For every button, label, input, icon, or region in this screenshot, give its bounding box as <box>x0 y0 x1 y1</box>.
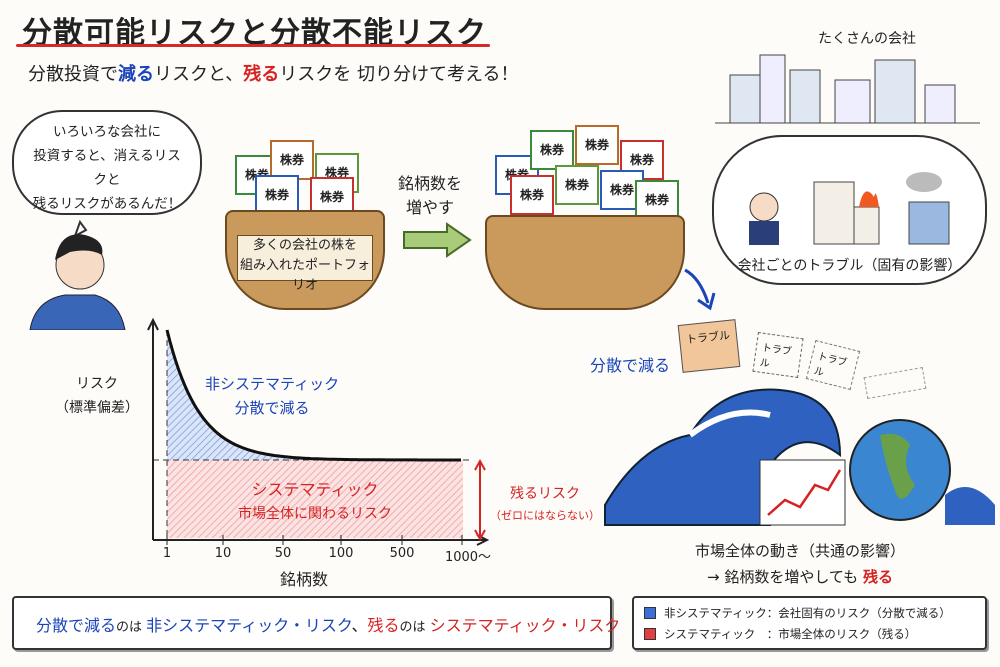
y-axis-label: リスク （標準偏差） <box>55 372 139 420</box>
subtitle-mid: リスクと、 <box>154 64 244 85</box>
stock-certificate: 株券 <box>255 175 299 215</box>
company-trouble-label: 会社ごとのトラブル（固有の影響） <box>737 258 962 274</box>
bubble-line: 投資すると、消えるリスクと <box>33 148 181 188</box>
market-wave-globe-icon <box>604 388 995 526</box>
city-buildings-icon <box>715 54 980 124</box>
down-arrow-icon <box>684 268 716 311</box>
subtitle-pre: 分散投資で <box>28 64 118 85</box>
unsystematic-area <box>167 330 463 460</box>
title-underline <box>16 44 490 47</box>
unsystematic-label: 非システマティック分散で減る <box>205 372 339 420</box>
subtitle-reduce: 減る <box>118 64 154 85</box>
trouble-paper-fading: トラブル <box>752 331 804 379</box>
company-trouble-icon <box>749 172 950 245</box>
x-tick-label: 100 <box>328 546 354 561</box>
market-caption-line2: → 銘柄数を増やしても <box>707 568 863 586</box>
stock-certificate: 株券 <box>575 125 619 165</box>
trouble-paper: トラブル <box>677 319 741 373</box>
systematic-label-line: システマティック <box>251 480 379 499</box>
summary-text: のは <box>399 620 430 635</box>
summary-unsystematic: 非システマティック・リスク <box>146 616 352 635</box>
y-axis-label-line: リスク <box>76 376 118 392</box>
arrow-label-line: 増やす <box>406 198 455 217</box>
legend: 非システマティック：会社固有のリスク（分散で減る） システマティック ：市場全体… <box>632 596 987 650</box>
systematic-label: システマティック市場全体に関わるリスク <box>200 478 430 526</box>
systematic-label-line: 市場全体に関わるリスク <box>238 506 392 522</box>
summary-systematic: システマティック・リスク <box>429 616 621 635</box>
trouble-reduce-label: 分散で減る <box>590 356 671 375</box>
remaining-risk-line: （ゼロにはならない） <box>490 509 600 522</box>
large-basket-illustration: 株券 株券 株券 株券 株券 株券 株券 株券 <box>485 115 685 310</box>
bubble-line: いろいろな会社に <box>53 124 161 140</box>
remaining-risk-line: 残るリスク <box>510 486 580 502</box>
band-line: 多くの会社の株を <box>252 238 357 253</box>
x-tick-label: 50 <box>274 546 292 561</box>
remaining-risk-label: 残るリスク （ゼロにはならない） <box>490 483 600 527</box>
legend-swatch-red <box>644 628 656 640</box>
summary-box: 分散で減るのは 非システマティック・リスク、残るのは システマティック・リスク <box>12 596 620 650</box>
x-tick-label: 1 <box>162 546 172 561</box>
unsystematic-label-line: 分散で減る <box>234 399 310 417</box>
subtitle: 分散投資で減るリスクと、残るリスクを 切り分けて考える！ <box>28 60 518 86</box>
unsystematic-label-line: 非システマティック <box>205 375 340 393</box>
trouble-paper-fading: トラブル <box>805 340 861 390</box>
stock-certificate: 株券 <box>635 180 679 220</box>
summary-text: のは <box>116 620 147 635</box>
stock-certificate: 株券 <box>530 130 574 170</box>
arrow-label: 銘柄数を増やす <box>398 172 462 220</box>
bubble-line: 残るリスクがあるんだ！ <box>32 196 182 212</box>
y-axis-label-line: （標準偏差） <box>55 400 139 416</box>
summary-remain: 残る <box>367 616 400 635</box>
legend-label: システマティック ：市場全体のリスク（残る） <box>664 627 917 641</box>
legend-label: 非システマティック：会社固有のリスク（分散で減る） <box>664 606 951 620</box>
stock-certificate: 株券 <box>510 175 554 215</box>
x-tick-label: 1000〜 <box>444 550 492 565</box>
right-arrow-icon <box>403 222 472 258</box>
speech-bubble: いろいろな会社に 投資すると、消えるリスクと 残るリスクがあるんだ！ <box>12 110 202 215</box>
legend-swatch-blue <box>644 607 656 619</box>
x-tick-label: 500 <box>389 546 415 561</box>
subtitle-remain: 残る <box>243 64 280 85</box>
summary-reduce: 分散で減る <box>36 616 117 635</box>
band-line: 組み入れたポートフォリオ <box>239 258 370 293</box>
systematic-area <box>167 460 463 538</box>
risk-chart <box>147 317 490 546</box>
market-caption-remain: 残る <box>862 568 893 586</box>
legend-item-unsystematic: 非システマティック：会社固有のリスク（分散で減る） <box>644 603 975 624</box>
subtitle-post: リスクを 切り分けて考える！ <box>279 64 519 85</box>
x-tick-label: 10 <box>214 546 232 561</box>
arrow-label-line: 銘柄数を <box>398 174 463 193</box>
x-axis-label: 銘柄数 <box>280 570 329 589</box>
market-caption: 市場全体の動き（共通の影響） → 銘柄数を増やしても 残る <box>650 538 950 590</box>
thought-cloud: 会社ごとのトラブル（固有の影響） <box>712 135 987 285</box>
legend-item-systematic: システマティック ：市場全体のリスク（残る） <box>644 624 975 645</box>
summary-text: 、 <box>351 616 368 635</box>
companies-label: たくさんの会社 <box>818 31 916 47</box>
portfolio-label: 多くの会社の株を組み入れたポートフォリオ <box>237 235 373 293</box>
risk-curve <box>165 329 461 462</box>
y-axis-arrow <box>147 317 159 331</box>
thinking-person-icon <box>29 219 126 330</box>
stock-certificate: 株券 <box>555 165 599 205</box>
market-caption-line1: 市場全体の動き（共通の影響） <box>694 542 905 560</box>
